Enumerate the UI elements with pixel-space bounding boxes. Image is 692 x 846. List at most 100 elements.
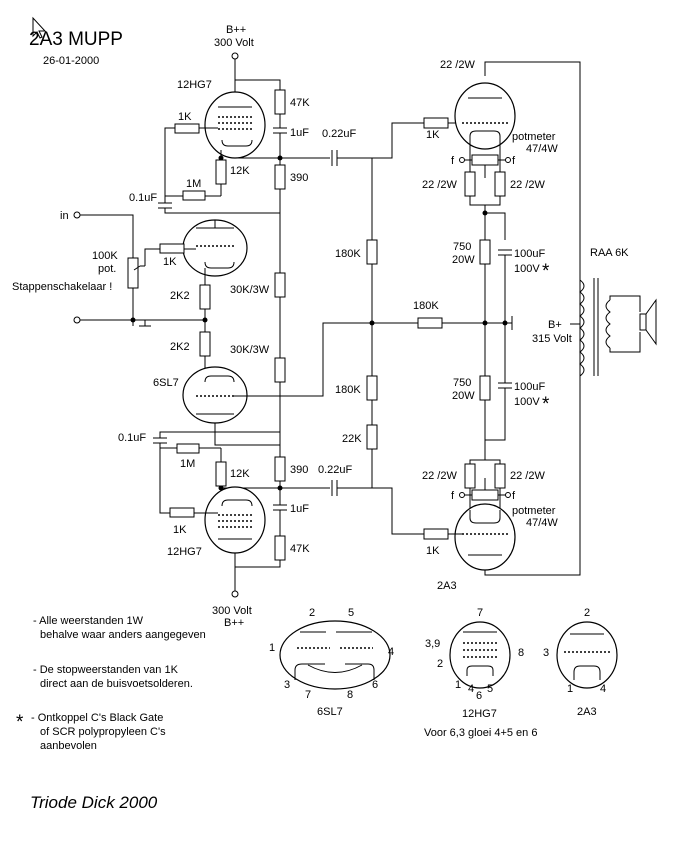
note-1b: behalve waar anders aangegeven xyxy=(40,629,206,641)
resistor-750-bottom xyxy=(479,375,491,401)
w20-bottom-label: 20W xyxy=(452,390,475,402)
pin-12hg7-8: 8 xyxy=(518,647,524,659)
cap-1uf-top xyxy=(273,127,287,134)
c01-bottom-label: 0.1uF xyxy=(118,432,146,444)
cap-01uf-bottom xyxy=(153,437,167,444)
bpp-label-top: B++ xyxy=(226,24,246,36)
r180k-b-label: 180K xyxy=(335,384,361,396)
note-3-star: * xyxy=(16,712,24,733)
resistor-1k-bottom-grid xyxy=(169,507,195,518)
resistor-180k-a xyxy=(366,239,378,265)
resistor-12k-bottom xyxy=(215,461,227,487)
wire xyxy=(484,255,506,376)
r1k-top-label: 1K xyxy=(178,111,192,123)
wire xyxy=(234,553,281,591)
pot-wiper xyxy=(133,265,145,271)
c01-top-label: 0.1uF xyxy=(129,192,157,204)
r47k-bottom-label: 47K xyxy=(290,543,310,555)
pin-12hg7-5: 5 xyxy=(487,683,493,695)
star-top: * xyxy=(542,261,550,282)
tube-2a3-upper xyxy=(454,82,516,150)
resistor-1m-bottom xyxy=(176,443,200,454)
bpp-label-bottom: B++ xyxy=(224,617,244,629)
pin-6sl7-8: 8 xyxy=(347,689,353,701)
r2k2-bottom-label: 2K2 xyxy=(170,341,190,353)
r22-2w-c-label: 22 /2W xyxy=(422,470,457,482)
r750-bottom-label: 750 xyxy=(453,377,471,389)
tube-12hg7-bottom xyxy=(204,486,266,554)
f-bottom-right: f xyxy=(512,490,516,502)
resistor-12k-top xyxy=(215,159,227,185)
r1k-upper-2a3-label: 1K xyxy=(426,129,440,141)
pin-12hg7-6: 6 xyxy=(476,690,482,702)
resistor-1k-upper-2a3 xyxy=(423,117,449,129)
cap-01uf-top xyxy=(158,202,172,209)
pot-label-2: pot. xyxy=(98,263,116,275)
pinout-2a3-label: 2A3 xyxy=(577,706,597,718)
ground-terminal xyxy=(73,316,81,324)
transformer-core xyxy=(593,278,599,376)
r22-2w-top-label: 22 /2W xyxy=(440,59,475,71)
pin-2a3-3: 3 xyxy=(543,647,549,659)
in-label: in xyxy=(60,210,69,222)
resistor-30k-bottom xyxy=(274,357,286,383)
bplus-label: B+ xyxy=(548,319,562,331)
pin-12hg7-1: 1 xyxy=(455,679,461,691)
pin-2a3-1: 1 xyxy=(567,683,573,695)
star-bottom: * xyxy=(542,394,550,415)
resistor-1k-top-grid xyxy=(174,123,200,134)
cursor-icon xyxy=(32,16,47,39)
speaker-icon xyxy=(639,298,657,346)
ground-symbol xyxy=(132,320,151,327)
potentiometer-100k xyxy=(127,257,139,289)
cap-1uf-bottom xyxy=(273,504,287,511)
r2k2-top-label: 2K2 xyxy=(170,290,190,302)
r30k-bottom-label: 30K/3W xyxy=(230,344,270,356)
schematic-title: 2A3 MUPP xyxy=(29,29,123,50)
wire xyxy=(234,59,281,90)
tube-2a3-lower xyxy=(454,503,516,571)
tube-6sl7-upper xyxy=(182,219,248,277)
r390-bottom-label: 390 xyxy=(290,464,308,476)
supply-terminal-bottom xyxy=(231,590,239,598)
potmeter-47-top xyxy=(471,154,499,166)
resistor-2k2-bottom xyxy=(199,331,211,357)
wire xyxy=(465,146,505,178)
pin-6sl7-7: 7 xyxy=(305,689,311,701)
terminal-f xyxy=(505,157,511,163)
r180k-a-label: 180K xyxy=(335,248,361,260)
r1m-top-label: 1M xyxy=(186,178,201,190)
r1k-bottom-label: 1K xyxy=(173,524,187,536)
resistor-1m-top xyxy=(182,190,206,201)
signature: Triode Dick 2000 xyxy=(30,793,158,812)
pinout-6sl7-label: 6SL7 xyxy=(317,706,343,718)
wire xyxy=(144,248,196,266)
f-top-left: f xyxy=(451,155,455,167)
r22-2w-a-label: 22 /2W xyxy=(422,179,457,191)
tube-bottom-label: 12HG7 xyxy=(167,546,202,558)
c1uf-bottom-label: 1uF xyxy=(290,503,309,515)
c1uf-top-label: 1uF xyxy=(290,127,309,139)
potmeter-bottom-label: potmeter xyxy=(512,505,556,517)
resistor-1k-input xyxy=(159,243,185,254)
tube-12hg7-top xyxy=(204,91,266,159)
note-2b: direct aan de buisvoetsolderen. xyxy=(40,678,193,690)
pin-12hg7-2: 2 xyxy=(437,658,443,670)
pin-6sl7-6: 6 xyxy=(372,679,378,691)
r12k-top-label: 12K xyxy=(230,165,250,177)
w20-top-label: 20W xyxy=(452,254,475,266)
note-3c: aanbevolen xyxy=(40,740,97,752)
wire xyxy=(484,61,581,576)
r22-2w-b-label: 22 /2W xyxy=(510,179,545,191)
r12k-bottom-label: 12K xyxy=(230,468,250,480)
wire xyxy=(164,208,280,214)
r22k-label: 22K xyxy=(342,433,362,445)
r1k-input-label: 1K xyxy=(163,256,177,268)
pot-label: 100K xyxy=(92,250,118,262)
wire xyxy=(609,295,641,353)
r1m-bottom-label: 1M xyxy=(180,458,195,470)
resistor-390-bottom xyxy=(274,456,286,482)
resistor-22k xyxy=(366,424,378,450)
pin-6sl7-2: 2 xyxy=(309,607,315,619)
raa-label: RAA 6K xyxy=(590,247,629,259)
